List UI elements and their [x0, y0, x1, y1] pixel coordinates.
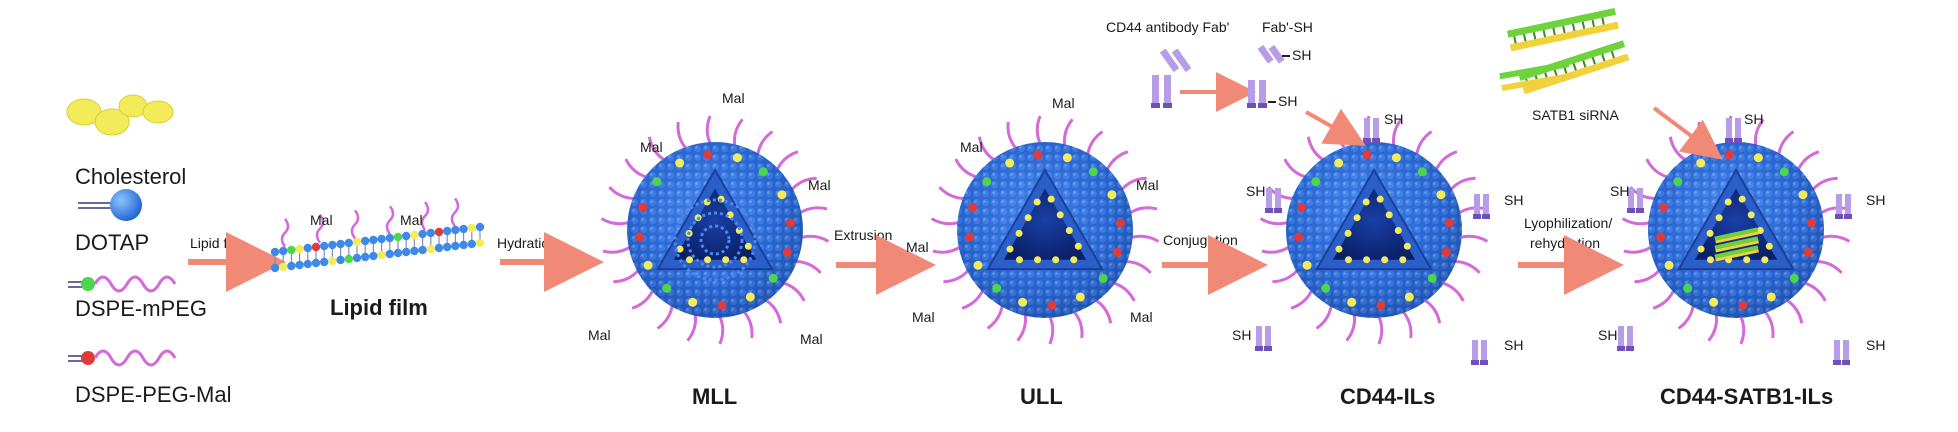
- mll-mal-right-bottom: Mal: [800, 331, 823, 347]
- lipid-film-mal-2: Mal: [400, 212, 423, 228]
- cd44-sh-right-bottom: SH: [1504, 337, 1523, 353]
- particle-ull-label: ULL: [1020, 384, 1063, 409]
- satb1-sh-right-top: SH: [1866, 192, 1885, 208]
- legend-dspe-mpeg: DSPE-mPEG: [75, 296, 207, 321]
- mll-mal-left-bottom: Mal: [588, 327, 611, 343]
- arrow-sirna-to-particle: [1654, 108, 1710, 150]
- sirna-label: SATB1 siRNA: [1532, 107, 1620, 123]
- cd44-sh-left-bottom: SH: [1232, 327, 1251, 343]
- legend-cholesterol: Cholesterol: [75, 164, 186, 189]
- step-hydration-label: Hydration: [497, 235, 557, 251]
- dotap-icon: [78, 189, 142, 221]
- satb1-sh-right-bottom: SH: [1866, 337, 1885, 353]
- fab-sh-top-sh: SH: [1292, 47, 1311, 63]
- particle-cd44-ils-label: CD44-ILs: [1340, 384, 1435, 409]
- fab-sh-label: Fab'-SH: [1262, 19, 1313, 35]
- ull-mal-left-bottom: Mal: [912, 309, 935, 325]
- dspe-mpeg-icon: [68, 277, 175, 291]
- step-conjugation-label: Conjugation: [1163, 232, 1238, 248]
- legend-dspe-peg-mal: DSPE-PEG-Mal: [75, 382, 231, 407]
- ull-mal-right-top: Mal: [1136, 177, 1159, 193]
- particle-cd44-satb1-ils: [1617, 116, 1852, 365]
- ull-mal-right-bottom: Mal: [1130, 309, 1153, 325]
- antibody-label: CD44 antibody Fab': [1106, 19, 1229, 35]
- step-extrusion-label: Extrusion: [834, 227, 892, 243]
- lipid-film-bilayer: [271, 198, 484, 272]
- mll-mal-right-top: Mal: [808, 177, 831, 193]
- legend: Cholesterol DOTAP DSPE-mPEG DSPE-PEG-Mal: [67, 95, 231, 407]
- cd44-antibody-icon: [1151, 48, 1191, 108]
- mll-mal-left-top: Mal: [640, 139, 663, 155]
- legend-dotap: DOTAP: [75, 230, 149, 255]
- arrow-fab-to-particle: [1306, 112, 1352, 138]
- ull-mal-left-top: Mal: [960, 139, 983, 155]
- dspe-peg-mal-icon: [68, 351, 175, 365]
- cd44-sh-top: SH: [1384, 111, 1403, 127]
- particle-cd44-satb1-ils-label: CD44-SATB1-ILs: [1660, 384, 1833, 409]
- step-lyophilization-line1: Lyophilization/: [1524, 215, 1612, 231]
- mll-mal-top: Mal: [722, 90, 745, 106]
- particle-cd44-ils: [1255, 116, 1490, 365]
- fab-sh-icon-bottom: SH: [1247, 80, 1297, 109]
- cd44-sh-left-top: SH: [1246, 183, 1265, 199]
- step-lipid-film-label: Lipid film: [190, 235, 245, 251]
- cd44-sh-right-top: SH: [1504, 192, 1523, 208]
- satb1-sh-left-bottom: SH: [1598, 327, 1617, 343]
- lipid-film-mal-1: Mal: [310, 212, 333, 228]
- ull-mal-left-mid: Mal: [906, 239, 929, 255]
- cholesterol-icon: [67, 95, 173, 135]
- particle-mll: [602, 116, 829, 344]
- satb1-sh-top: SH: [1744, 111, 1763, 127]
- satb1-sh-left-top: SH: [1610, 183, 1629, 199]
- fab-sh-bottom-sh: SH: [1278, 93, 1297, 109]
- step-lyophilization-line2: rehydration: [1530, 235, 1600, 251]
- lipid-film-title: Lipid film: [330, 295, 428, 320]
- particle-mll-label: MLL: [692, 384, 737, 409]
- ull-mal-top: Mal: [1052, 95, 1075, 111]
- fab-sh-icon-top: SH: [1258, 45, 1312, 64]
- satb1-sirna-icon: [1499, 8, 1629, 94]
